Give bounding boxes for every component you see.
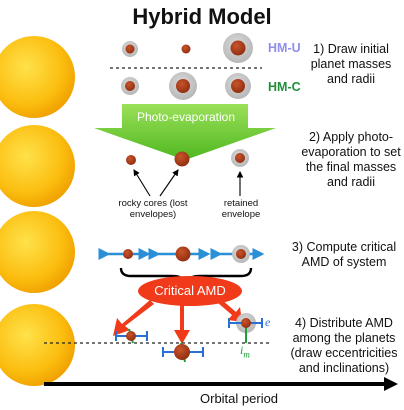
photo-evaporation-label: Photo-evaporation <box>136 110 236 124</box>
orbital-period-label: Orbital period <box>200 391 279 406</box>
step-2-text: 2) Apply photo-evaporation to set the fi… <box>301 130 401 189</box>
row2-planets <box>126 149 249 167</box>
orbital-period-arrowhead <box>384 377 398 391</box>
pointer-arrow-1 <box>133 169 151 197</box>
hm-u-planets <box>122 33 253 63</box>
hm-u-label: HM-U <box>268 41 301 55</box>
row4-planet-3 <box>228 313 263 343</box>
critical-amd-label: Critical AMD <box>154 283 226 298</box>
hm-c-planets <box>121 72 251 100</box>
star-3 <box>0 211 75 293</box>
star-2 <box>0 125 75 207</box>
inclination-subscript: m <box>243 349 250 360</box>
photo-evaporation-arrow <box>94 104 276 160</box>
star-4 <box>0 304 75 386</box>
step-3-text: 3) Compute critical AMD of system <box>291 240 397 269</box>
row3-planets <box>123 245 250 263</box>
inclination-symbol: im <box>240 343 250 359</box>
row4-planet-2 <box>162 342 204 363</box>
star-1 <box>0 36 75 118</box>
step-1-text: 1) Draw initial planet masses and radii <box>310 42 392 86</box>
hm-c-label: HM-C <box>268 80 301 94</box>
step-4-text: 4) Distribute AMD among the planets (dra… <box>290 316 398 375</box>
pointer-arrow-2 <box>159 169 179 197</box>
amd-arrow-middle <box>174 303 190 344</box>
amd-arrow-left <box>113 300 154 336</box>
retained-envelope-label: retained envelope <box>221 198 261 220</box>
inclination-letter: i <box>240 343 244 357</box>
diagram-title: Hybrid Model <box>132 4 272 29</box>
rocky-cores-label: rocky cores (lost envelopes) <box>118 198 188 220</box>
eccentricity-symbol: e <box>265 315 271 329</box>
amd-arrow-right <box>218 300 242 322</box>
row4-planet-1 <box>115 328 148 344</box>
critical-amd-ellipse <box>138 276 242 306</box>
